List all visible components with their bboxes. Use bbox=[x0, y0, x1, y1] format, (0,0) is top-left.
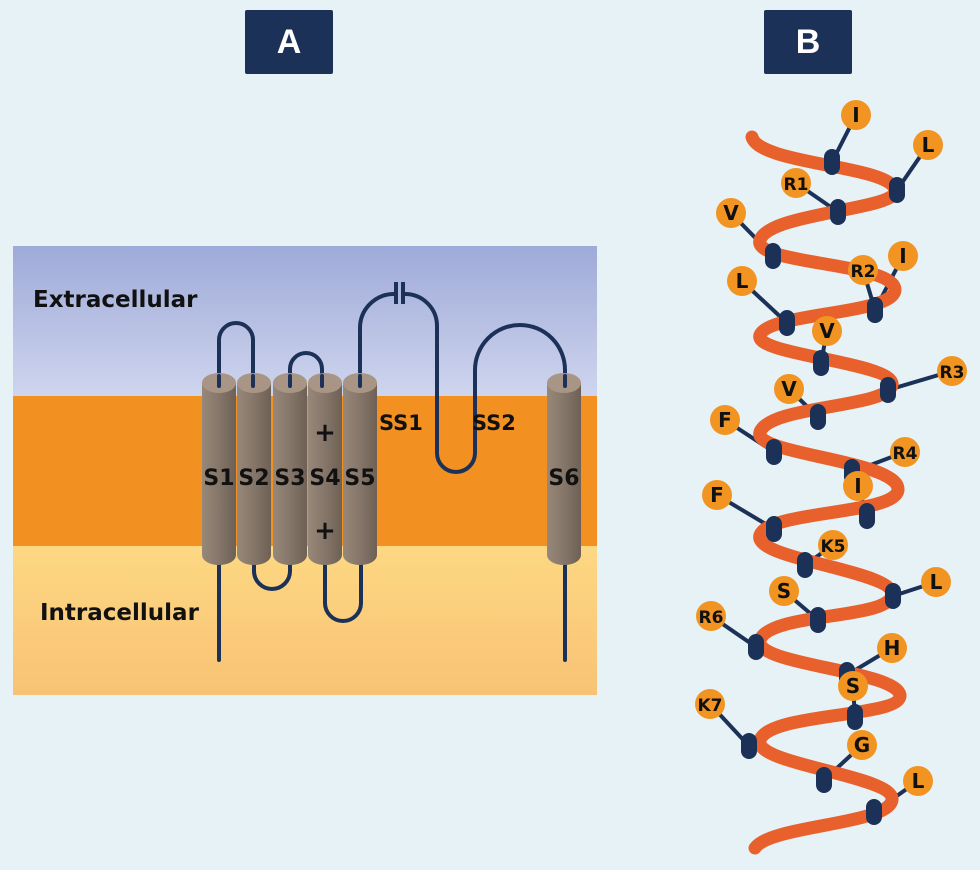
backbone-node bbox=[866, 799, 882, 825]
residue-label: R2 bbox=[851, 262, 876, 282]
backbone-node bbox=[847, 704, 863, 730]
segment-label-s2: S2 bbox=[238, 466, 269, 491]
residue-label: L bbox=[922, 133, 935, 157]
residue-label: F bbox=[718, 408, 732, 432]
residue-f: F bbox=[710, 405, 740, 435]
cylinder-s4 bbox=[308, 373, 342, 565]
residue-r3: R3 bbox=[937, 356, 967, 386]
residue-g: G bbox=[847, 730, 877, 760]
residue-v: V bbox=[774, 374, 804, 404]
pore-label-ss2: SS2 bbox=[472, 411, 516, 435]
segment-label-s3: S3 bbox=[274, 466, 305, 491]
residue-label: H bbox=[884, 636, 901, 660]
segment-label-s1: S1 bbox=[203, 466, 234, 491]
pore-loop bbox=[358, 292, 567, 474]
backbone-node bbox=[885, 583, 901, 609]
backbone-node bbox=[889, 177, 905, 203]
residue-label: R3 bbox=[940, 363, 965, 383]
backbone-node bbox=[859, 503, 875, 529]
residue-label: L bbox=[912, 769, 925, 793]
residue-r2: R2 bbox=[848, 255, 878, 285]
pore-label-ss1: SS1 bbox=[379, 411, 423, 435]
extracellular-region bbox=[13, 246, 597, 396]
residue-r6: R6 bbox=[696, 601, 726, 631]
residue-r1: R1 bbox=[781, 168, 811, 198]
residue-label: I bbox=[854, 474, 861, 498]
residue-l: L bbox=[903, 766, 933, 796]
backbone-node bbox=[816, 767, 832, 793]
residue-label: K7 bbox=[697, 696, 722, 716]
loop-s1-s2 bbox=[217, 321, 255, 385]
residue-i: I bbox=[841, 100, 871, 130]
residue-v: V bbox=[812, 316, 842, 346]
backbone-node bbox=[741, 733, 757, 759]
loop-s3-s4 bbox=[288, 351, 324, 385]
residue-label: F bbox=[710, 483, 724, 507]
residue-s: S bbox=[838, 671, 868, 701]
residue-f: F bbox=[702, 480, 732, 510]
intracellular-label: Intracellular bbox=[40, 600, 200, 626]
residue-k5: K5 bbox=[818, 530, 848, 560]
backbone-node bbox=[766, 439, 782, 465]
backbone-node bbox=[765, 243, 781, 269]
residue-label: L bbox=[736, 269, 749, 293]
residue-l: L bbox=[913, 130, 943, 160]
backbone-node bbox=[867, 297, 883, 323]
backbone-node bbox=[880, 377, 896, 403]
segment-label-s4: S4 bbox=[309, 466, 340, 491]
residue-label: R4 bbox=[893, 444, 918, 464]
residue-l: L bbox=[727, 266, 757, 296]
residue-label: K5 bbox=[820, 537, 845, 557]
segment-label-s6: S6 bbox=[548, 466, 579, 491]
backbone-node bbox=[830, 199, 846, 225]
residue-k7: K7 bbox=[695, 689, 725, 719]
residue-label: G bbox=[854, 733, 870, 757]
residue-v: V bbox=[716, 198, 746, 228]
residue-i: I bbox=[843, 471, 873, 501]
residue-label: L bbox=[930, 570, 943, 594]
residue-i: I bbox=[888, 241, 918, 271]
s4-charge-plus-top: + bbox=[314, 418, 336, 448]
segment-label-s5: S5 bbox=[344, 466, 375, 491]
residue-label: V bbox=[819, 319, 835, 343]
residue-label: S bbox=[846, 674, 860, 698]
loop-s2-s3 bbox=[252, 558, 292, 591]
panel-label-b: B bbox=[764, 10, 852, 74]
backbone-node bbox=[748, 634, 764, 660]
residue-label: I bbox=[899, 244, 906, 268]
residue-label: I bbox=[852, 103, 859, 127]
backbone-node bbox=[824, 149, 840, 175]
residue-label: R1 bbox=[784, 175, 809, 195]
backbone-node bbox=[813, 350, 829, 376]
residue-h: H bbox=[877, 633, 907, 663]
residue-label: V bbox=[781, 377, 797, 401]
backbone-node bbox=[779, 310, 795, 336]
residue-l: L bbox=[921, 567, 951, 597]
backbone-node bbox=[766, 516, 782, 542]
residue-label: V bbox=[723, 201, 739, 225]
residue-label: R6 bbox=[699, 608, 724, 628]
residue-r4: R4 bbox=[890, 437, 920, 467]
loop-s4-s5 bbox=[323, 558, 363, 623]
backbone-node bbox=[810, 607, 826, 633]
intracellular-region bbox=[13, 546, 597, 695]
extracellular-label: Extracellular bbox=[33, 287, 198, 313]
break-mark-icon bbox=[394, 282, 405, 304]
residue-s: S bbox=[769, 576, 799, 606]
helix-backbone bbox=[745, 130, 907, 855]
backbone-node bbox=[810, 404, 826, 430]
residue-label: S bbox=[777, 579, 791, 603]
panel-label-a: A bbox=[245, 10, 333, 74]
s4-charge-plus-bottom: + bbox=[314, 516, 336, 546]
backbone-node bbox=[797, 552, 813, 578]
